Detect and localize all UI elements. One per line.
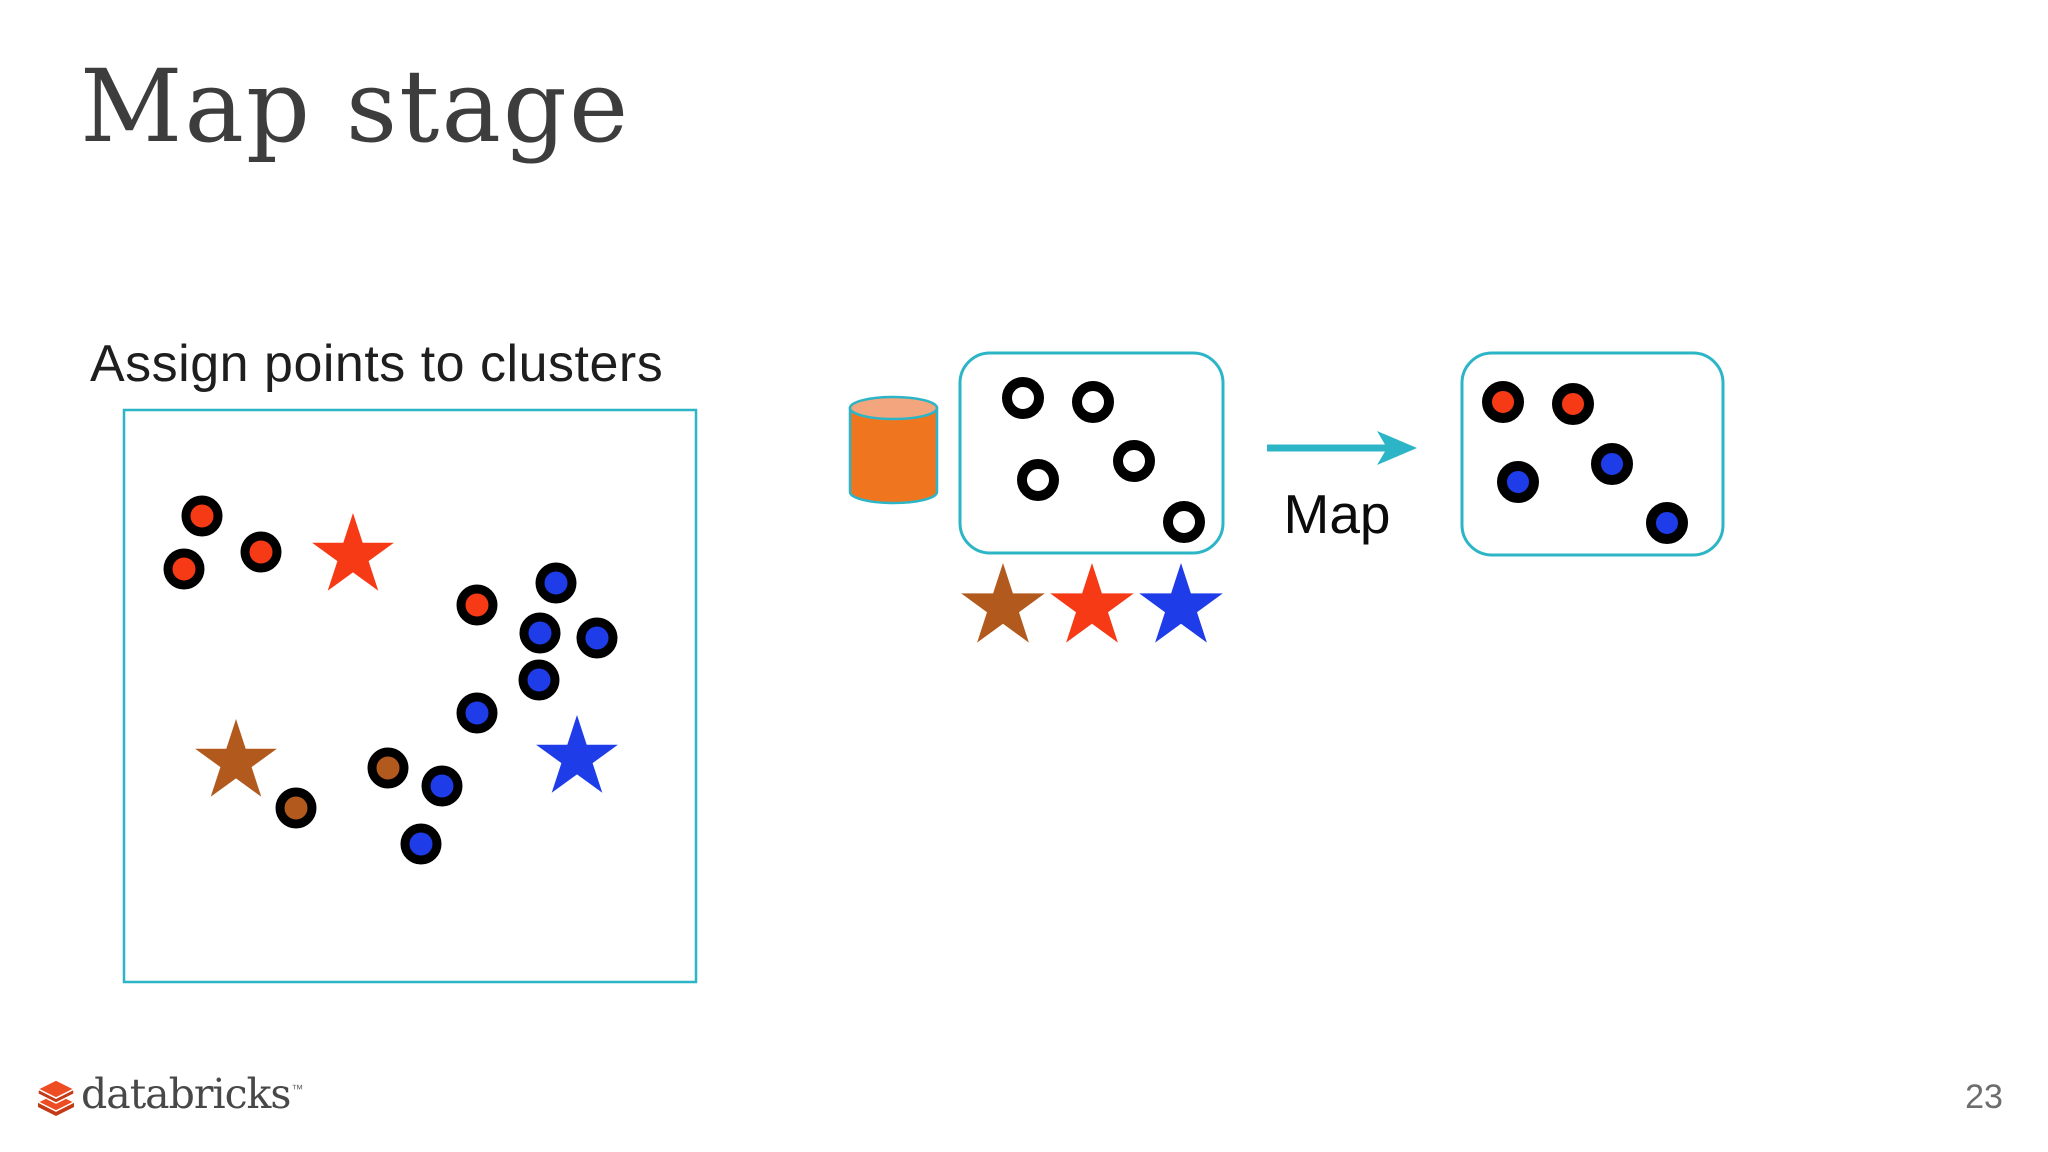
map-arrow-head xyxy=(1377,431,1417,465)
assigned-point-blue xyxy=(1497,461,1539,503)
data-point-red xyxy=(181,495,223,537)
data-point-blue xyxy=(518,659,560,701)
unassigned-point xyxy=(1017,459,1059,501)
trademark-symbol: ™ xyxy=(291,1082,304,1096)
data-point-blue xyxy=(400,823,442,865)
left-panel-caption: Assign points to clusters xyxy=(90,335,664,393)
database-cylinder-icon xyxy=(848,406,939,505)
assigned-point-red xyxy=(1482,381,1524,423)
centroid-star-red xyxy=(312,513,394,591)
data-point-blue xyxy=(519,612,561,654)
assigned-point-red xyxy=(1552,383,1594,425)
assigned-point-blue xyxy=(1646,502,1688,544)
centroid-star-brown xyxy=(961,563,1045,643)
centroid-star-blue xyxy=(1139,563,1223,643)
database-cylinder-top xyxy=(848,395,939,421)
data-point-blue xyxy=(576,617,618,659)
data-point-blue xyxy=(421,765,463,807)
databricks-logo: databricks ™ xyxy=(36,1074,303,1120)
databricks-bricks-icon xyxy=(36,1080,76,1116)
unassigned-point xyxy=(1002,377,1044,419)
centroid-star-blue xyxy=(536,715,618,793)
map-arrow-label: Map xyxy=(1283,483,1391,545)
slide-title: Map stage xyxy=(80,48,631,165)
cluster-plot-box xyxy=(122,408,698,984)
centroid-star-red xyxy=(1050,563,1134,643)
page-number: 23 xyxy=(1965,1078,2003,1116)
data-point-red xyxy=(240,531,282,573)
data-point-red xyxy=(456,584,498,626)
data-point-red xyxy=(163,548,205,590)
unassigned-point xyxy=(1163,501,1205,543)
unassigned-point xyxy=(1072,381,1114,423)
data-point-brown xyxy=(367,747,409,789)
data-point-blue xyxy=(456,692,498,734)
data-point-blue xyxy=(535,562,577,604)
data-point-brown xyxy=(275,787,317,829)
centroid-star-brown xyxy=(195,719,277,797)
unassigned-point xyxy=(1113,440,1155,482)
assigned-point-blue xyxy=(1591,443,1633,485)
databricks-wordmark: databricks xyxy=(81,1070,291,1118)
